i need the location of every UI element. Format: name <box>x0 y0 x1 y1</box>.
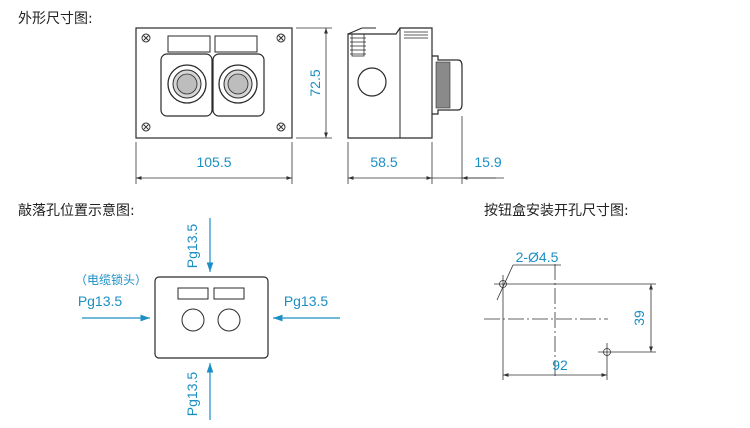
front-view <box>135 27 293 139</box>
knockout-arrows <box>82 218 340 420</box>
knockout-label-right <box>213 287 245 300</box>
outline-heading: 外形尺寸图: <box>18 11 93 27</box>
front-width-dimension <box>135 142 293 184</box>
button-protrusion <box>432 55 463 115</box>
mounting-view <box>484 264 656 380</box>
side-dimensions <box>347 116 504 184</box>
right-knockout-label: Pg13.5 <box>284 293 329 309</box>
label-holder-right <box>214 35 258 53</box>
corner-screw-icons <box>141 33 286 132</box>
enclosure-side-outline <box>347 27 433 139</box>
push-button-left-icon <box>167 64 207 104</box>
mounting-hole-top-left-icon <box>494 275 512 293</box>
left-knockout-label: Pg13.5 <box>78 293 123 309</box>
enclosure-front-outline <box>135 27 293 139</box>
knockout-view <box>154 276 269 359</box>
cable-entry-circle <box>357 67 387 97</box>
button-bezel-left <box>160 53 213 117</box>
lid-rib-details <box>350 31 428 57</box>
button-cap-side <box>435 61 451 109</box>
height-dimension-label: 72.5 <box>307 69 323 96</box>
cable-lock-note: （电缆锁头） <box>75 272 147 287</box>
diameter-leader <box>496 264 514 301</box>
bottom-knockout-label: Pg13.5 <box>184 372 200 417</box>
knockout-heading: 敲落孔位置示意图: <box>18 203 135 219</box>
horizontal-spacing-label: 92 <box>552 357 568 373</box>
mounting-heading: 按钮盒安装开孔尺寸图: <box>484 203 629 219</box>
vertical-spacing-label: 39 <box>631 310 647 326</box>
knockout-label-left <box>177 287 209 300</box>
protrusion-dimension-label: 15.9 <box>474 154 501 170</box>
width-dimension-label: 105.5 <box>196 154 231 170</box>
push-button-right-icon <box>218 64 258 104</box>
top-knockout-label: Pg13.5 <box>184 224 200 269</box>
center-lines <box>484 264 608 378</box>
knockout-hole-right <box>217 308 241 332</box>
front-height-dimension <box>296 27 332 139</box>
button-bezel-right <box>212 53 265 117</box>
hole-diameter-label: 2-Ø4.5 <box>516 249 559 265</box>
mounting-hole-bottom-right-icon <box>598 343 616 361</box>
label-holder-left <box>167 35 211 53</box>
knockout-enclosure-outline <box>154 276 269 359</box>
side-view <box>347 27 463 139</box>
depth-dimension-label: 58.5 <box>370 154 397 170</box>
knockout-hole-left <box>181 308 205 332</box>
